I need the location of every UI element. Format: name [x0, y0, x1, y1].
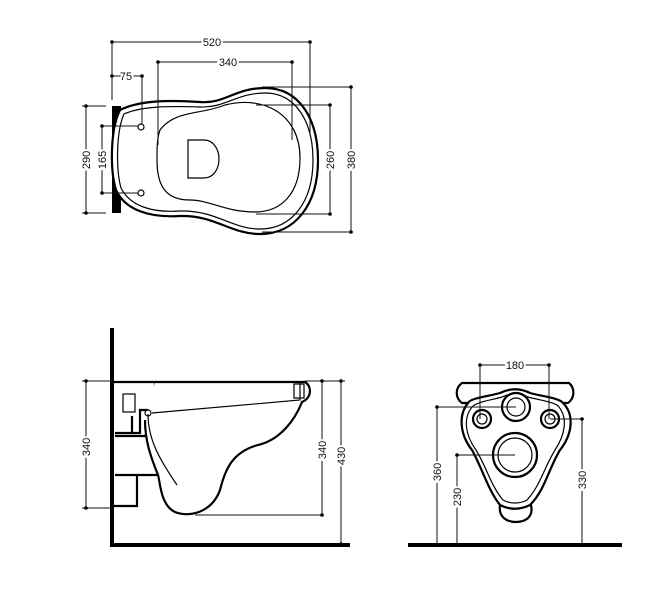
- fixing-hole: [137, 123, 145, 131]
- bowl-opening: [156, 101, 301, 213]
- svg-text:430: 430: [336, 447, 348, 465]
- dimension-260: 260: [256, 103, 339, 216]
- svg-text:230: 230: [452, 488, 464, 506]
- trap-bottom: [498, 503, 533, 524]
- dimension-165: 165: [95, 124, 138, 195]
- outlet-d-shape: [187, 139, 220, 179]
- svg-text:520: 520: [203, 37, 221, 49]
- svg-text:340: 340: [81, 438, 93, 456]
- svg-text:340: 340: [219, 57, 237, 69]
- dimension-290: 290: [79, 104, 106, 215]
- front-view: 180 360 230 330: [408, 358, 622, 547]
- svg-text:75: 75: [120, 71, 132, 83]
- svg-text:330: 330: [577, 471, 589, 489]
- dimension-380: 380: [262, 85, 360, 234]
- dimension-230: 230: [450, 453, 515, 545]
- svg-text:165: 165: [97, 151, 109, 169]
- svg-text:380: 380: [346, 151, 358, 169]
- dimension-520: 520: [110, 35, 312, 135]
- bolt-hole-left: [471, 408, 493, 430]
- svg-text:180: 180: [506, 360, 524, 372]
- svg-text:360: 360: [432, 463, 444, 481]
- top-view: 520 340 75 290 165: [79, 35, 360, 236]
- flush-connector: [122, 393, 136, 413]
- dimension-75: 75: [110, 69, 144, 124]
- inlet-point: [144, 409, 152, 417]
- dimension-330: 330: [550, 417, 591, 545]
- svg-text:260: 260: [325, 151, 337, 169]
- bowl-outer-outline: [110, 86, 320, 236]
- side-view: 340 340 430: [79, 328, 350, 547]
- wall-and-floor: [110, 328, 350, 547]
- svg-text:290: 290: [81, 151, 93, 169]
- seat-hinge: [293, 383, 305, 399]
- dimension-340-left: 340: [79, 379, 112, 510]
- bowl-inner-rim: [116, 92, 314, 230]
- dimension-180: 180: [478, 358, 551, 419]
- trap-line: [147, 413, 178, 486]
- dimension-430: 430: [334, 379, 350, 546]
- dimension-340-top: 340: [156, 55, 294, 145]
- svg-text:340: 340: [317, 441, 329, 459]
- dimension-360: 360: [430, 405, 516, 545]
- bowl-profile: [143, 380, 311, 516]
- dimension-340-right: 340: [195, 379, 345, 517]
- seat-line: [151, 381, 301, 414]
